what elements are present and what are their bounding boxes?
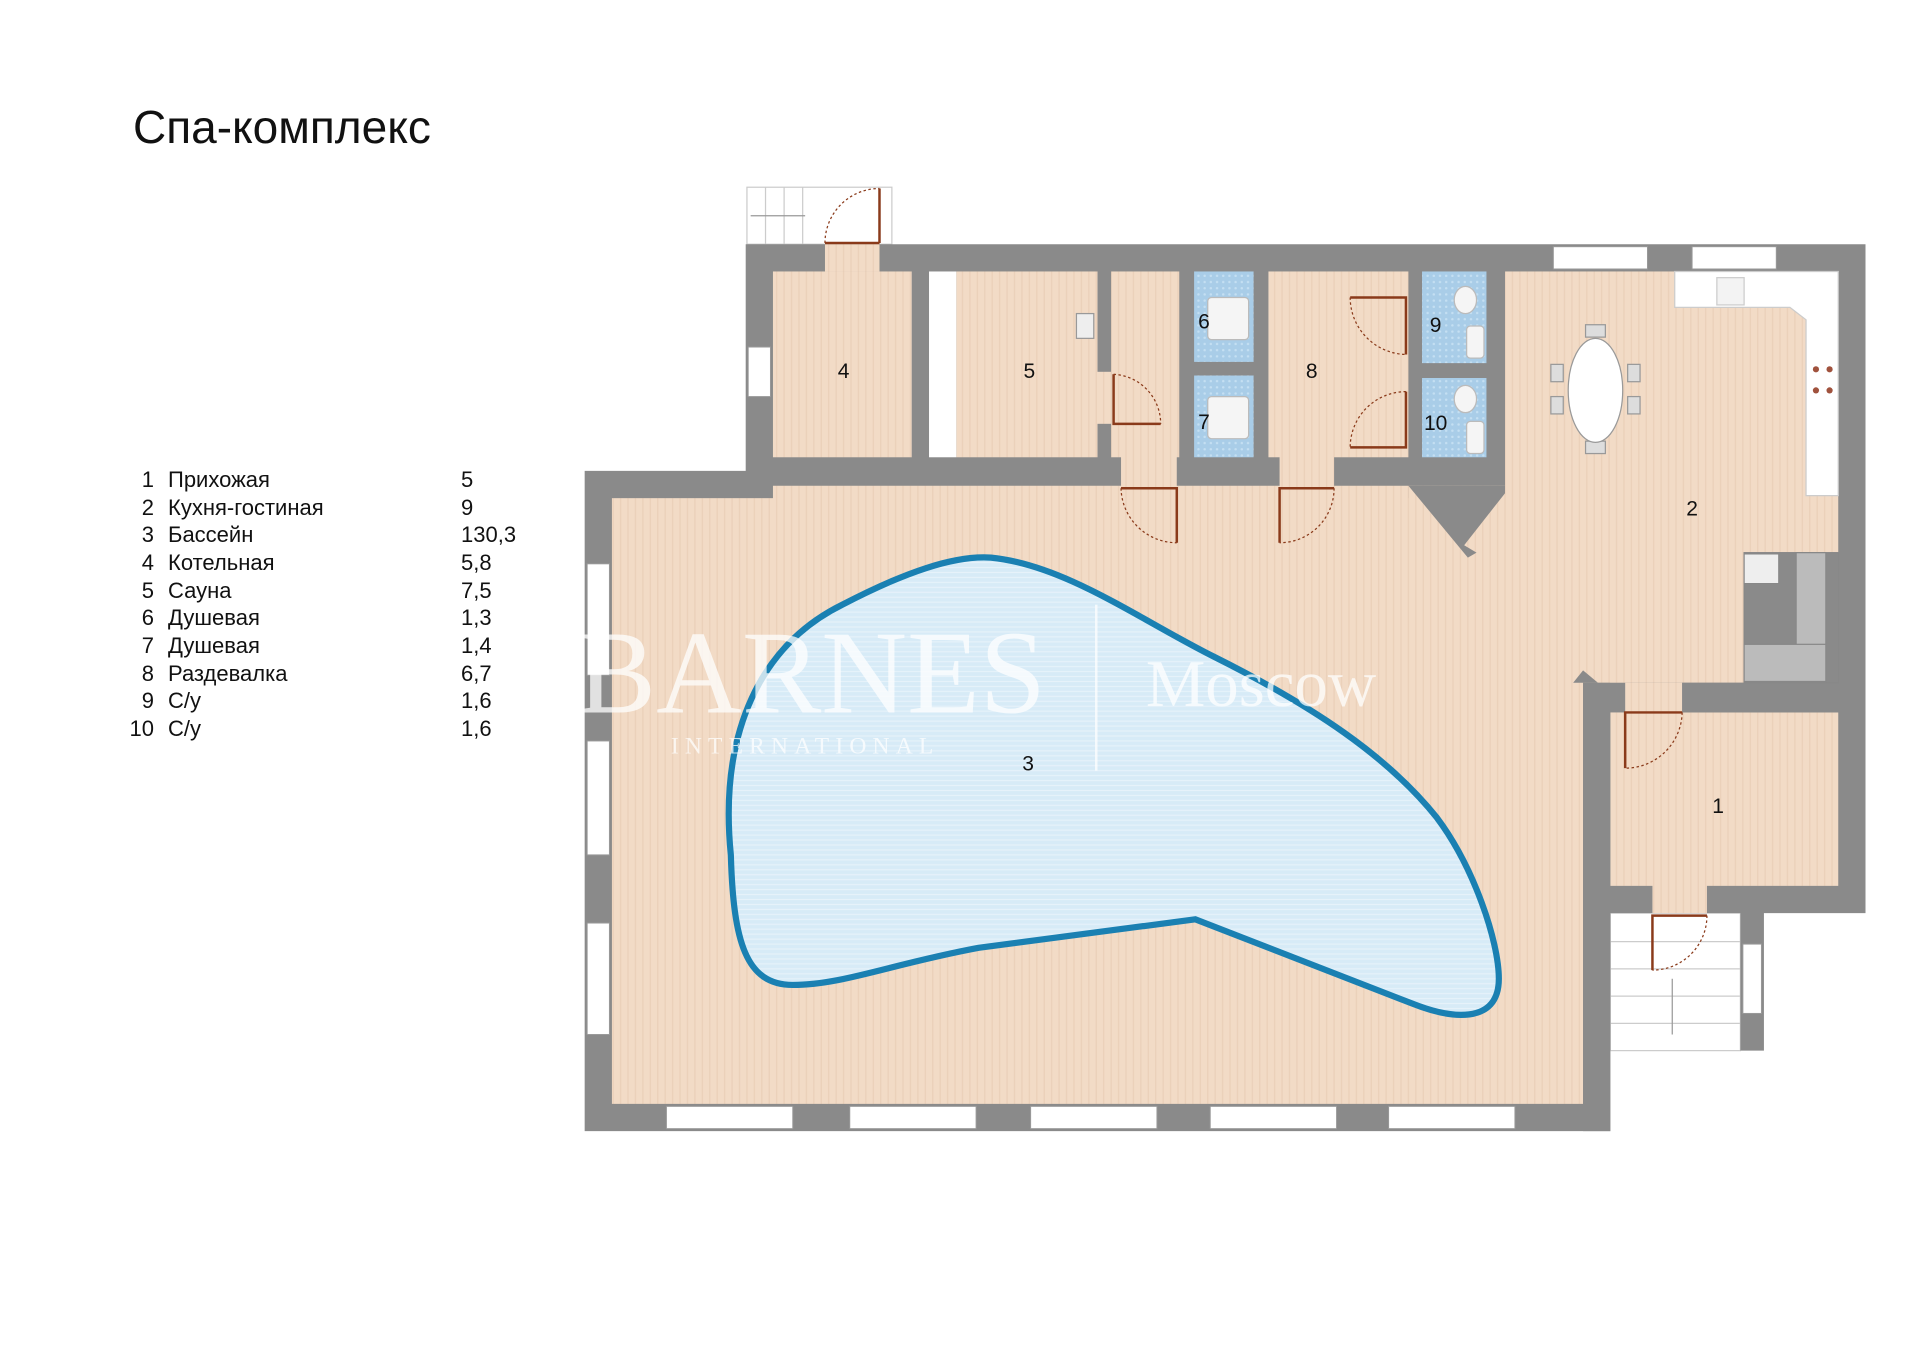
sauna-bench [929,271,957,458]
pool [725,554,1502,1018]
toilet-icon [1453,285,1485,455]
room-number: 9 [141,688,154,714]
room-name: Котельная [168,549,275,575]
room-area: 1,6 [461,688,492,714]
room-label-2: 2 [1686,497,1698,520]
room-area: 1,3 [461,605,492,631]
windows [586,246,1777,1130]
stairs-bottom [1609,912,1742,1052]
stairs-top [746,186,893,245]
watermark-logo: BARNES INTERNATIONAL Moscow [577,604,1376,771]
cooktop-icon [1812,366,1833,394]
room-name: Бассейн [168,522,254,548]
room-number: 4 [141,549,154,575]
dining-table-icon [1550,324,1641,455]
shower-tray-icon [1207,296,1250,440]
room-label-10: 10 [1424,412,1447,435]
room-number: 7 [141,632,154,658]
room-name: Душевая [168,605,260,631]
room-number: 6 [141,605,154,631]
legend-row: 3 Бассейн 130,3 [120,521,516,549]
room-number: 1 [141,466,154,492]
room-legend: 1 Прихожая 5 2 Кухня-гостиная 9 3 Бассейн 130,… [120,466,517,743]
room-area: 5,8 [461,549,492,575]
sauna-heater-icon [1075,312,1095,339]
room-area: 5 [461,466,474,492]
room-name: Душевая [168,632,260,658]
room-name: С/у [168,688,201,714]
legend-row: 1 Прихожая 5 [120,466,516,494]
room-number: 2 [141,494,154,520]
room-number: 10 [129,716,154,742]
room-name: С/у [168,716,201,742]
room-label-7: 7 [1198,411,1210,434]
legend-row: 5 Сауна 7,5 [120,577,516,605]
legend-row: 10 С/у 1,6 [120,715,516,743]
legend-row: 7 Душевая 1,4 [120,632,516,660]
room-area: 1,6 [461,716,492,742]
doors [824,187,1708,971]
room-label-1: 1 [1712,795,1724,818]
room-label-5: 5 [1024,360,1036,383]
room-area: 9 [461,494,474,520]
diagonal-wall [1408,485,1506,558]
room-label-3: 3 [1022,753,1034,776]
room-area: 7,5 [461,577,492,603]
legend-row: 6 Душевая 1,3 [120,604,516,632]
room-number: 8 [141,660,154,686]
room-label-6: 6 [1198,310,1210,333]
svg-text:BARNES: BARNES [577,606,1046,738]
kitchen-counter [1674,270,1839,497]
room-label-8: 8 [1306,360,1318,383]
room-area: 130,3 [461,522,517,548]
room-name: Сауна [168,577,232,603]
room-name: Кухня-гостиная [168,494,324,520]
legend-row: 8 Раздевалка 6,7 [120,660,516,688]
room-area: 6,7 [461,660,492,686]
room-area: 1,4 [461,632,492,658]
room-label-9: 9 [1430,314,1442,337]
svg-text:Moscow: Moscow [1146,647,1376,721]
room-name: Прихожая [168,466,270,492]
room-label-4: 4 [838,360,850,383]
legend-row: 9 С/у 1,6 [120,688,516,716]
room-number: 3 [141,522,154,548]
legend-row: 4 Котельная 5,8 [120,549,516,577]
room-number: 5 [141,577,154,603]
room-name: Раздевалка [168,660,288,686]
svg-text:INTERNATIONAL: INTERNATIONAL [671,733,940,759]
legend-row: 2 Кухня-гостиная 9 [120,494,516,522]
page-title: Спа-комплекс [133,101,431,153]
sofa-icon [1743,552,1839,684]
